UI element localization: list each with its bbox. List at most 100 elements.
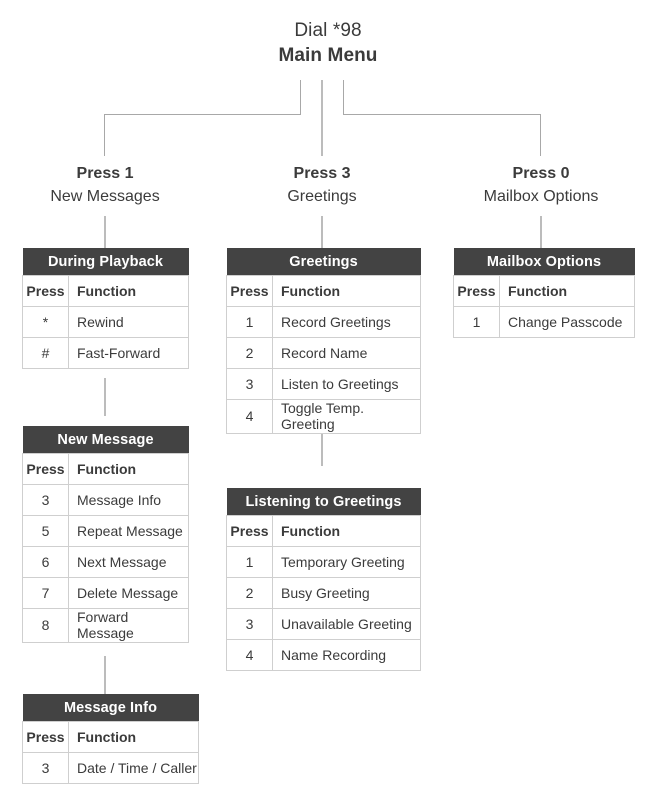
column-header-press: Press xyxy=(22,275,69,307)
connector-title-left-bar xyxy=(104,114,301,115)
branch-mailbox-options: Press 0 Mailbox Options xyxy=(431,163,651,209)
row-press-key: 3 xyxy=(226,608,273,640)
table-row: 3 Message Info xyxy=(22,484,190,516)
row-press-key: 5 xyxy=(22,515,69,547)
connector-during-playback-to-new-message xyxy=(104,378,106,416)
table-row: 6 Next Message xyxy=(22,546,190,578)
column-header-press: Press xyxy=(453,275,500,307)
row-press-key: 7 xyxy=(22,577,69,609)
row-press-key: # xyxy=(22,337,69,369)
table-row: 2 Record Name xyxy=(226,337,421,369)
column-header-press: Press xyxy=(22,453,69,485)
row-press-key: * xyxy=(22,306,69,338)
table-title-listening-to-greetings: Listening to Greetings xyxy=(226,488,421,516)
table-header-row: Message Info xyxy=(22,694,199,722)
row-function-label: Busy Greeting xyxy=(271,577,422,609)
table-row: 1 Temporary Greeting xyxy=(226,546,422,578)
column-header-press: Press xyxy=(226,515,273,547)
table-mailbox-options: Mailbox Options Press Function 1 Change … xyxy=(453,248,635,338)
table-row: 1 Record Greetings xyxy=(226,306,421,338)
column-header-function: Function xyxy=(68,275,189,307)
row-press-key: 4 xyxy=(226,399,273,434)
table-column-header-row: Press Function xyxy=(453,275,635,307)
table-message-info: Message Info Press Function 3 Date / Tim… xyxy=(22,694,199,784)
connector-title-right-stem xyxy=(343,80,344,115)
table-during-playback: During Playback Press Function * Rewind … xyxy=(22,248,189,369)
table-title-during-playback: During Playback xyxy=(22,248,189,276)
row-press-key: 3 xyxy=(22,484,69,516)
table-header-row: Greetings xyxy=(226,248,421,276)
dial-code-text: Dial *98 xyxy=(294,20,362,41)
column-header-press: Press xyxy=(226,275,273,307)
column-header-press: Press xyxy=(22,721,69,753)
row-function-label: Change Passcode xyxy=(499,306,635,338)
connector-title-center-stem xyxy=(321,80,323,156)
connector-title-right-bar xyxy=(343,114,541,115)
row-function-label: Unavailable Greeting xyxy=(271,608,422,640)
table-row: 5 Repeat Message xyxy=(22,515,190,547)
row-press-key: 3 xyxy=(226,368,273,400)
connector-press1-to-during-playback xyxy=(104,216,106,248)
row-function-label: Date / Time / Caller xyxy=(68,752,199,784)
table-header-row: Listening to Greetings xyxy=(226,488,421,516)
table-column-header-row: Press Function xyxy=(22,275,189,307)
row-press-key: 8 xyxy=(22,608,69,643)
table-row: 7 Delete Message xyxy=(22,577,190,609)
row-press-key: 1 xyxy=(226,546,273,578)
table-row: 1 Change Passcode xyxy=(453,306,635,338)
table-new-message: New Message Press Function 3 Message Inf… xyxy=(22,426,190,643)
table-title-message-info: Message Info xyxy=(22,694,199,722)
row-press-key: 4 xyxy=(226,639,273,671)
branch-greetings-press: Press 3 xyxy=(293,165,351,182)
column-header-function: Function xyxy=(499,275,635,307)
row-function-label: Repeat Message xyxy=(67,515,190,547)
row-function-label: Next Message xyxy=(67,546,190,578)
row-function-label: Record Name xyxy=(272,337,421,369)
row-press-key: 3 xyxy=(22,752,69,784)
table-column-header-row: Press Function xyxy=(226,515,422,547)
row-press-key: 2 xyxy=(226,577,273,609)
column-header-function: Function xyxy=(68,721,199,753)
branch-new-messages: Press 1 New Messages xyxy=(0,163,215,209)
row-function-label: Record Greetings xyxy=(272,306,421,338)
branch-mailbox-options-label: Mailbox Options xyxy=(483,188,599,205)
row-function-label: Listen to Greetings xyxy=(272,368,421,400)
row-function-label: Delete Message xyxy=(67,577,190,609)
connector-title-left-stem xyxy=(300,80,301,115)
table-header-row: During Playback xyxy=(22,248,189,276)
row-function-label: Name Recording xyxy=(271,639,422,671)
column-header-function: Function xyxy=(272,275,421,307)
connector-greetings-to-listening xyxy=(321,428,323,466)
connector-new-message-to-message-info xyxy=(104,656,106,694)
table-row: 8 Forward Message xyxy=(22,608,190,643)
table-row: 3 Date / Time / Caller xyxy=(22,752,199,784)
main-menu-title: Main Menu xyxy=(278,45,378,66)
table-title-new-message: New Message xyxy=(22,426,189,454)
row-function-label: Rewind xyxy=(68,306,189,338)
connector-press1-stem xyxy=(104,114,105,156)
row-function-label: Temporary Greeting xyxy=(271,546,422,578)
row-function-label: Fast-Forward xyxy=(68,337,189,369)
page-title: Dial *98 Main Menu xyxy=(0,18,656,69)
table-listening-to-greetings: Listening to Greetings Press Function 1 … xyxy=(226,488,422,671)
table-header-row: Mailbox Options xyxy=(453,248,635,276)
table-row: * Rewind xyxy=(22,306,189,338)
table-column-header-row: Press Function xyxy=(22,453,190,485)
table-title-mailbox-options: Mailbox Options xyxy=(453,248,635,276)
table-greetings: Greetings Press Function 1 Record Greeti… xyxy=(226,248,421,434)
table-row: 3 Listen to Greetings xyxy=(226,368,421,400)
column-header-function: Function xyxy=(67,453,190,485)
row-function-label: Message Info xyxy=(67,484,190,516)
connector-press3-to-greetings xyxy=(321,216,323,248)
column-header-function: Function xyxy=(271,515,422,547)
table-row: 3 Unavailable Greeting xyxy=(226,608,422,640)
table-row: # Fast-Forward xyxy=(22,337,189,369)
branch-new-messages-press: Press 1 xyxy=(76,165,134,182)
branch-mailbox-options-press: Press 0 xyxy=(512,165,570,182)
branch-greetings: Press 3 Greetings xyxy=(212,163,432,209)
branch-new-messages-label: New Messages xyxy=(50,188,160,205)
table-row: 4 Toggle Temp. Greeting xyxy=(226,399,421,434)
row-press-key: 2 xyxy=(226,337,273,369)
table-column-header-row: Press Function xyxy=(226,275,421,307)
branch-greetings-label: Greetings xyxy=(287,188,357,205)
